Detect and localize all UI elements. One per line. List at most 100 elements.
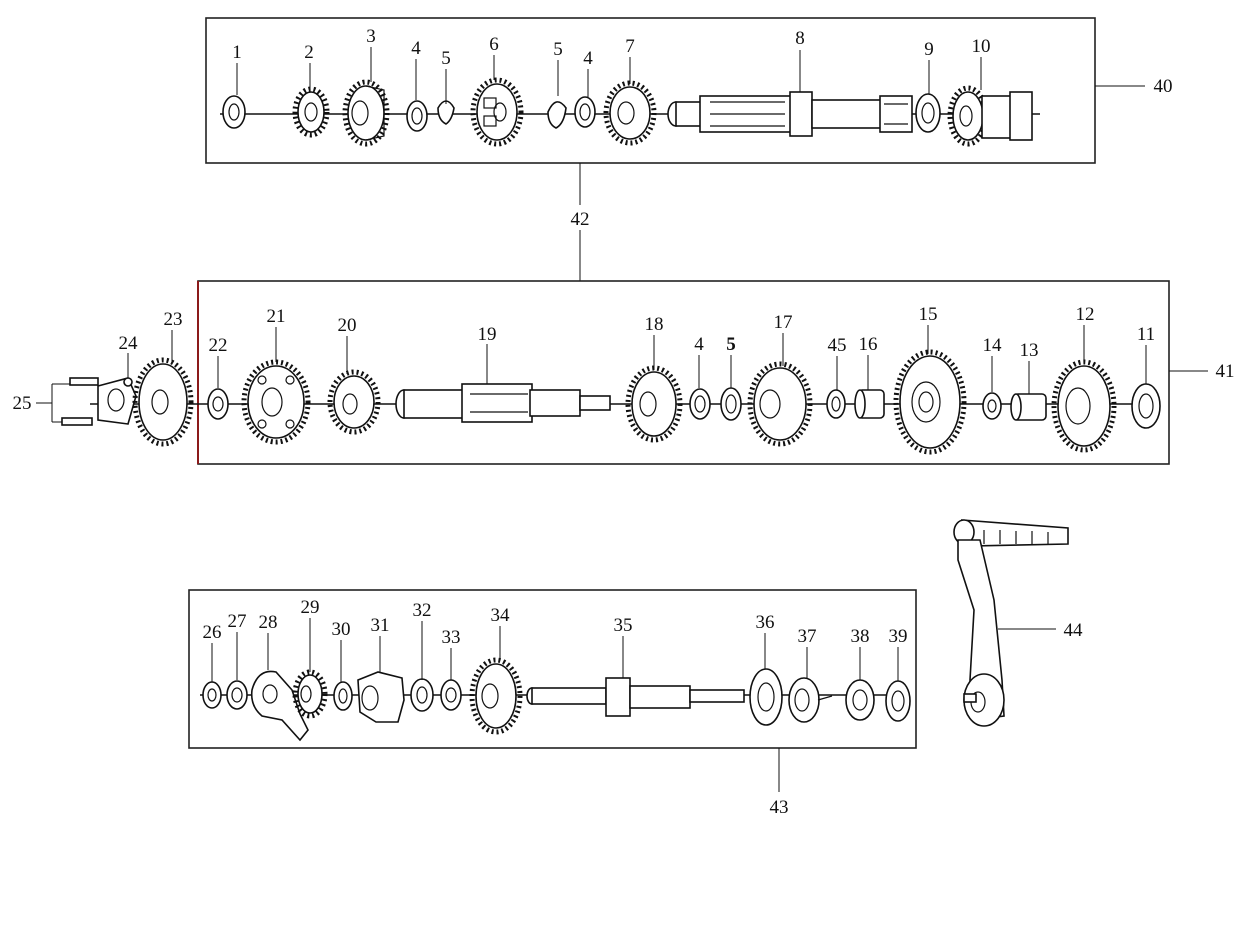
part-15-gear bbox=[893, 349, 967, 455]
callout-16: 16 bbox=[859, 334, 878, 355]
part-4-circlip bbox=[406, 100, 428, 132]
part-8-main-shaft bbox=[667, 91, 913, 137]
callout-19: 19 bbox=[478, 324, 497, 345]
callout-38: 38 bbox=[851, 626, 870, 647]
part-1-washer bbox=[222, 95, 246, 129]
callout-39: 39 bbox=[889, 626, 908, 647]
callout-30: 30 bbox=[332, 619, 351, 640]
group-43-frame bbox=[188, 589, 917, 749]
part-6-gear bbox=[470, 77, 524, 147]
callout-1: 1 bbox=[232, 42, 242, 63]
callout-29: 29 bbox=[301, 597, 320, 618]
part-28-ratchet-guide bbox=[250, 670, 309, 742]
part-2-gear bbox=[292, 86, 330, 138]
part-39-washer bbox=[885, 680, 911, 722]
callout-7: 7 bbox=[625, 36, 635, 57]
part-5-thrust-washer bbox=[437, 100, 455, 125]
callout-41: 41 bbox=[1216, 361, 1235, 382]
part-37-spring-collar bbox=[788, 677, 833, 723]
part-11-washer bbox=[1131, 383, 1161, 429]
callout-12: 12 bbox=[1076, 304, 1095, 325]
group-41-frame bbox=[197, 280, 1170, 465]
callout-32: 32 bbox=[413, 600, 432, 621]
part-35-kick-shaft bbox=[526, 677, 745, 717]
part-10-gear bbox=[947, 85, 1033, 147]
part-3-gear bbox=[342, 79, 390, 147]
part-32-spring bbox=[410, 678, 434, 712]
part-29-gear bbox=[292, 669, 328, 719]
part-13-bushing bbox=[1010, 393, 1047, 421]
group-40-frame bbox=[205, 17, 1096, 164]
callout-37: 37 bbox=[798, 626, 817, 647]
group-main-shaft-assembly: 1 2 3 4 5 6 5 4 7 8 9 10 40 42 bbox=[205, 17, 1173, 281]
callout-14: 14 bbox=[983, 335, 1003, 356]
part-24-lock-plate bbox=[97, 377, 137, 425]
callout-20: 20 bbox=[338, 315, 357, 336]
part-18-gear bbox=[625, 365, 683, 443]
callout-31: 31 bbox=[371, 615, 390, 636]
callout-22: 22 bbox=[209, 335, 228, 356]
part-27-circlip bbox=[226, 680, 248, 710]
part-33-washer bbox=[440, 679, 462, 711]
part-31-ratchet bbox=[357, 671, 405, 723]
callout-3: 3 bbox=[366, 26, 376, 47]
callout-9: 9 bbox=[924, 39, 934, 60]
part-4-circlip bbox=[574, 96, 596, 128]
callout-4: 4 bbox=[411, 38, 421, 59]
part-5-thrust-washer bbox=[547, 101, 567, 129]
callout-2: 2 bbox=[304, 42, 314, 63]
part-44-kick-lever: 44 bbox=[953, 519, 1084, 727]
callout-5: 5 bbox=[726, 334, 736, 355]
callout-45: 45 bbox=[828, 335, 847, 356]
part-38-return-spring bbox=[845, 679, 875, 721]
callout-26: 26 bbox=[203, 622, 222, 643]
part-4-circlip bbox=[689, 388, 711, 420]
part-16-bushing bbox=[854, 389, 885, 419]
part-21-gear bbox=[241, 359, 311, 445]
callout-8: 8 bbox=[795, 28, 805, 49]
callout-13: 13 bbox=[1020, 340, 1039, 361]
callout-33: 33 bbox=[442, 627, 461, 648]
part-9-washer bbox=[915, 93, 941, 133]
callout-4: 4 bbox=[694, 334, 704, 355]
callout-44: 44 bbox=[1064, 620, 1084, 641]
callout-35: 35 bbox=[614, 615, 633, 636]
callout-24: 24 bbox=[119, 333, 139, 354]
callout-18: 18 bbox=[645, 314, 664, 335]
part-12-gear bbox=[1051, 359, 1117, 453]
part-30-washer bbox=[333, 681, 353, 711]
part-22-washer bbox=[207, 388, 229, 420]
callout-11: 11 bbox=[1137, 324, 1155, 345]
callout-10: 10 bbox=[972, 36, 991, 57]
callout-28: 28 bbox=[259, 612, 278, 633]
callout-5: 5 bbox=[441, 48, 451, 69]
part-20-gear bbox=[327, 369, 381, 435]
callout-43: 43 bbox=[770, 797, 789, 818]
callout-23: 23 bbox=[164, 309, 183, 330]
part-25-bolts bbox=[36, 377, 99, 426]
callout-4: 4 bbox=[583, 48, 593, 69]
part-7-gear bbox=[603, 80, 657, 146]
callout-5: 5 bbox=[553, 39, 563, 60]
callout-40: 40 bbox=[1154, 76, 1173, 97]
part-23-drive-sprocket bbox=[132, 357, 194, 447]
group-counter-shaft-assembly: 25 24 23 22 21 20 19 18 4 5 17 45 16 15 … bbox=[13, 280, 1235, 465]
part-45-washer bbox=[826, 389, 846, 419]
group-kickstart-shaft-assembly: 26 27 28 29 30 31 32 33 34 35 36 37 38 3… bbox=[188, 589, 917, 818]
part-36-seal bbox=[749, 668, 783, 726]
part-34-kick-gear bbox=[469, 657, 523, 735]
callout-15: 15 bbox=[919, 304, 938, 325]
part-26-washer bbox=[202, 681, 222, 709]
callout-42: 42 bbox=[571, 209, 590, 230]
callout-25: 25 bbox=[13, 393, 32, 414]
callout-36: 36 bbox=[756, 612, 775, 633]
callout-21: 21 bbox=[267, 306, 286, 327]
callout-27: 27 bbox=[228, 611, 247, 632]
part-19-countershaft bbox=[395, 383, 611, 423]
callout-34: 34 bbox=[491, 605, 511, 626]
part-14-washer bbox=[982, 392, 1002, 420]
part-17-gear bbox=[747, 361, 813, 447]
callout-17: 17 bbox=[774, 312, 793, 333]
part-5-thrust-washer bbox=[720, 387, 742, 421]
